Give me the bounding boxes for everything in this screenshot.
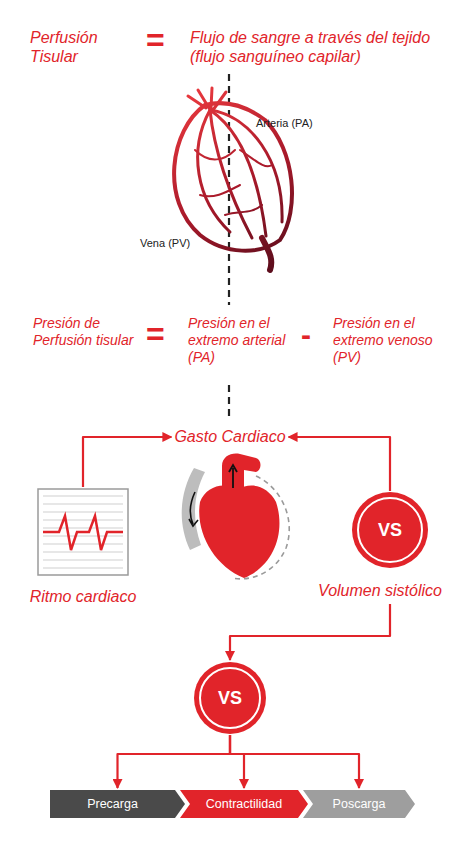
circle-fill <box>194 662 266 734</box>
circle-holder: VS <box>352 492 428 568</box>
flow-connector <box>230 735 244 788</box>
node-label: Gasto Cardiaco <box>174 428 285 446</box>
label-holder: = <box>146 318 165 350</box>
equals-sign: = <box>146 318 165 350</box>
factor-band: Contractilidad <box>180 790 308 818</box>
ecg-wave <box>43 516 123 550</box>
label-holder: - <box>301 320 311 350</box>
label-holder: Vena (PV) <box>140 237 190 250</box>
circle-holder: VS <box>194 662 266 734</box>
vessel-label: Arteria (PA) <box>256 117 313 130</box>
ecg-grid-line <box>43 560 123 561</box>
label-holder: Presión en el extremo arterial (PA) <box>188 315 288 365</box>
circle-fill <box>352 492 428 568</box>
flow-connector <box>230 735 359 788</box>
vessel-label: Vena (PV) <box>140 237 190 250</box>
band-label: Precarga <box>87 797 138 811</box>
band-fill <box>180 790 308 818</box>
node-label: Volumen sistólico <box>310 582 450 600</box>
circle-center: VS <box>194 662 266 734</box>
heart-illustration <box>182 454 290 579</box>
ecg-grid-line <box>43 544 123 545</box>
minus-sign: - <box>301 320 311 350</box>
circle-center: VS <box>352 492 428 568</box>
heart-body <box>199 486 279 578</box>
formula-term: Presión en el extremo arterial (PA) <box>188 315 288 365</box>
ecg-grid-line <box>43 496 123 497</box>
term-label: Perfusión Tisular <box>30 28 130 66</box>
heart-rate-icon: Ritmo cardiaco <box>28 488 138 606</box>
ecg-grid-line <box>43 528 123 529</box>
ecg-grid-line <box>43 568 123 569</box>
flow-arrow <box>189 492 198 526</box>
capillary-bed <box>174 88 292 270</box>
factor-band: Poscarga <box>303 790 415 818</box>
circle-label: VS <box>378 520 402 541</box>
stroke-volume-circle: VS Volumen sistólico <box>310 492 450 600</box>
flow-connector <box>289 437 390 491</box>
definition-label: Flujo de sangre a través del tejido (flu… <box>190 28 448 66</box>
circle-ring <box>358 498 422 562</box>
capillary-links <box>195 150 272 215</box>
stroke-volume-circle: VS <box>194 662 266 734</box>
node-label: Ritmo cardiaco <box>28 588 138 606</box>
flow-connector <box>118 735 231 788</box>
flow-connector <box>83 437 171 487</box>
aorta <box>222 454 261 497</box>
vein-stem <box>262 238 271 270</box>
circle-ring <box>200 668 260 728</box>
dashed-line <box>228 385 230 420</box>
band-label: Contractilidad <box>206 797 282 811</box>
ecg-grid-line <box>43 520 123 521</box>
ecg-icon <box>37 488 129 576</box>
ecg-grid-line <box>43 512 123 513</box>
band-fill <box>50 790 185 818</box>
ecg-grid-line <box>43 552 123 553</box>
output-label: Gasto Cardiaco <box>174 428 285 446</box>
label-holder: Presión en el extremo venoso (PV) <box>333 315 437 365</box>
band-fill <box>303 790 415 818</box>
ecg-frame <box>38 489 128 575</box>
circle-label: VS <box>218 688 242 709</box>
factor-band: Precarga <box>50 790 185 818</box>
ecg-grid-line <box>43 504 123 505</box>
band-label: Poscarga <box>333 797 386 811</box>
equals-sign: = <box>146 24 165 56</box>
ecg-grid-line <box>43 536 123 537</box>
formula-term: Presión en el extremo venoso (PV) <box>333 315 437 365</box>
artery-branches <box>188 88 226 110</box>
label-holder: = <box>146 24 165 56</box>
label-holder: Arteria (PA) <box>256 117 313 130</box>
flow-arrow <box>229 465 237 488</box>
label-holder: Presión de Perfusión tisular <box>33 315 138 349</box>
label-holder: Flujo de sangre a través del tejido (flu… <box>190 28 448 66</box>
term-label: Presión de Perfusión tisular <box>33 315 138 349</box>
label-holder: Perfusión Tisular <box>30 28 130 66</box>
flow-connector <box>230 604 390 660</box>
